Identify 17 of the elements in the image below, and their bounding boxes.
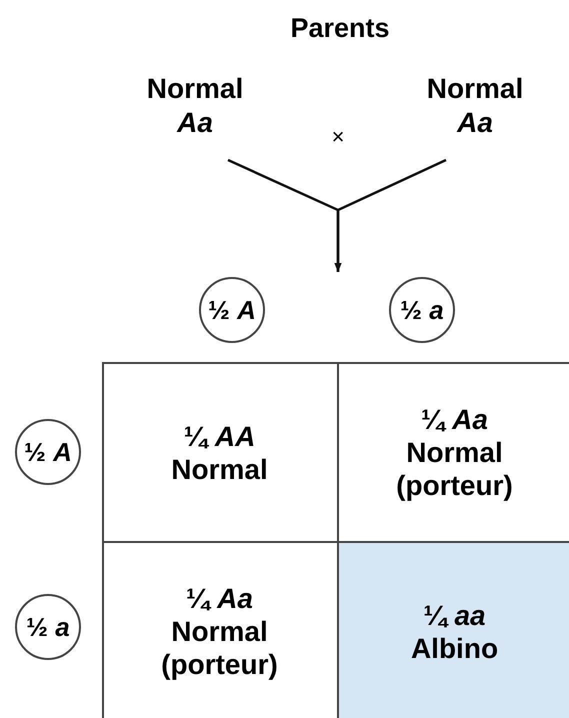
genotype-fraction: ¼ AA [184, 420, 256, 452]
genotype-fraction: ¼ Aa [186, 582, 253, 615]
genotype-fraction: ¼ Aa [421, 403, 488, 436]
cross-symbol: × [330, 123, 346, 151]
phenotype-label: Normal (porteur) [160, 615, 279, 681]
phenotype-label: Normal [426, 72, 524, 106]
genotype-fraction: ¼ aa [423, 598, 486, 632]
punnett-cell [337, 541, 569, 718]
arrow [334, 158, 447, 272]
phenotype-label: Albino [410, 632, 498, 664]
genotype-label: Aa [457, 106, 493, 140]
phenotype-label: Normal [146, 72, 244, 106]
genotype-label: Aa [177, 106, 213, 140]
phenotype-label: Normal (porteur) [395, 436, 514, 502]
title: Parents [290, 12, 390, 45]
punnett-cell [102, 362, 339, 543]
phenotype-label: Normal [171, 452, 268, 486]
